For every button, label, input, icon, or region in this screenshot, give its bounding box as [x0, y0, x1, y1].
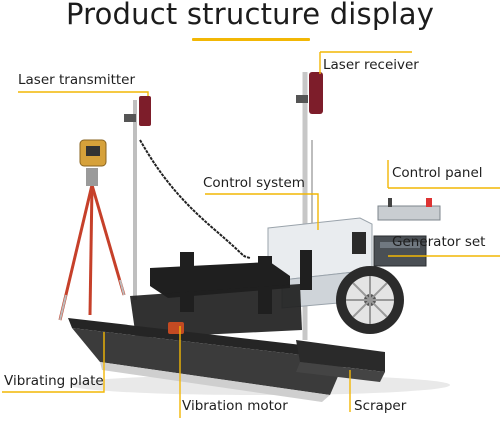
- vibration-motor-icon: [168, 322, 184, 334]
- callout-vibrating-plate: [2, 332, 105, 393]
- cable-line: [139, 139, 251, 259]
- generator-set-icon: [373, 235, 427, 267]
- callout-laser-transmitter: [18, 91, 149, 96]
- title-underline: [192, 38, 310, 41]
- laser-transmitter-icon: [79, 139, 107, 167]
- wheel-icon: [336, 266, 404, 334]
- label-vibrating-plate: Vibrating plate: [4, 373, 104, 389]
- label-laser-receiver: Laser receiver: [323, 57, 419, 73]
- left-mast-icon: [124, 96, 151, 300]
- page-title: Product structure display: [65, 0, 435, 31]
- tripod-icon: [58, 168, 126, 321]
- callout-lines: [2, 51, 500, 418]
- scraper-icon: [296, 340, 385, 382]
- label-laser-transmitter: Laser transmitter: [18, 72, 136, 88]
- label-control-panel: Control panel: [392, 165, 483, 181]
- label-scraper: Scraper: [354, 398, 407, 414]
- label-vibration-motor: Vibration motor: [182, 398, 288, 414]
- vibrating-plate-icon: [68, 318, 345, 402]
- label-control-system: Control system: [203, 175, 305, 191]
- control-panel-icon: [377, 198, 441, 221]
- label-generator-set: Generator set: [392, 234, 486, 250]
- callout-control-system: [205, 193, 319, 230]
